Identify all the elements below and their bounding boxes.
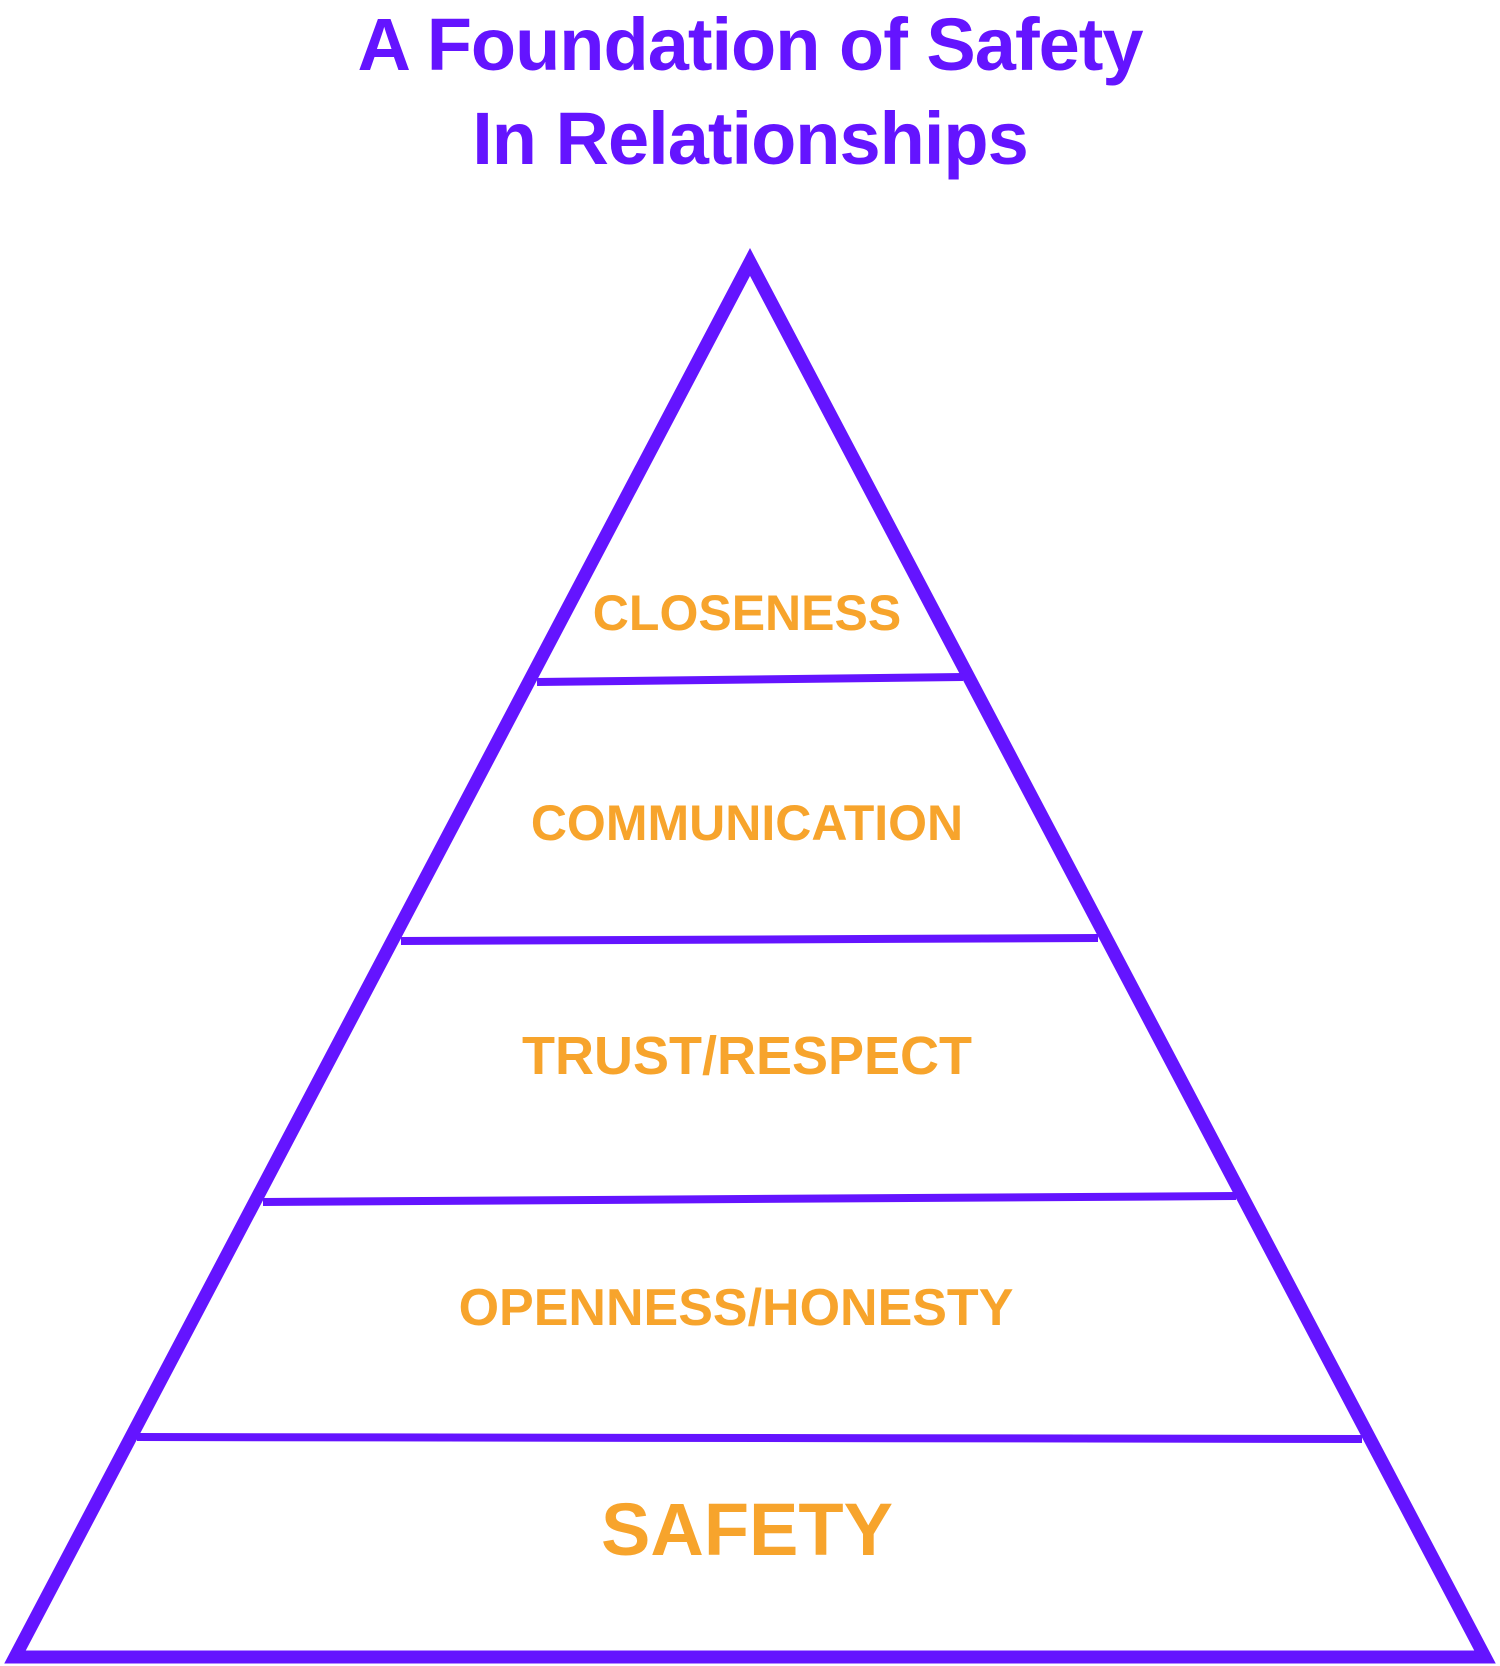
divider-openness-safety <box>136 1433 1363 1443</box>
level-label-safety: SAFETY <box>601 1488 893 1571</box>
page-title-line-1: A Foundation of Safety <box>357 3 1143 86</box>
level-label-openness-honesty: OPENNESS/HONESTY <box>459 1279 1014 1337</box>
level-label-closeness: CLOSENESS <box>593 585 901 641</box>
level-label-trust-respect: TRUST/RESPECT <box>522 1026 972 1086</box>
divider-closeness-communication <box>536 673 964 686</box>
pyramid-outline <box>4 248 1496 1664</box>
divider-communication-trust <box>400 934 1099 945</box>
page-title-line-2: In Relationships <box>472 97 1029 180</box>
level-label-communication: COMMUNICATION <box>531 795 963 851</box>
divider-trust-openness <box>262 1192 1237 1206</box>
